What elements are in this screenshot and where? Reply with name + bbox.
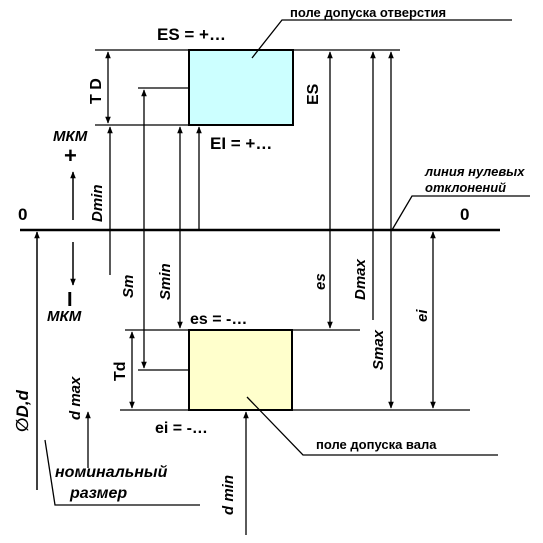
es-upper-hole-label: ES = +… <box>157 25 226 44</box>
hole-tolerance-box <box>188 49 294 126</box>
dmin-shaft-label: d min <box>220 475 237 515</box>
smin-label: Smin <box>157 263 174 300</box>
smax-label: Smax <box>370 329 387 370</box>
sm-label: Sm <box>120 275 137 298</box>
td-hole-label: T D <box>88 78 105 104</box>
es-upper-shaft-label: es = -… <box>190 311 247 328</box>
ei-lower-shaft-label: ei = -… <box>155 420 208 437</box>
zero-right-label: 0 <box>460 205 469 224</box>
es-side-label: ES <box>305 83 322 105</box>
zero-line-leader <box>391 195 530 231</box>
hole-field-leader <box>251 19 512 59</box>
dmax-shaft-label: d max <box>67 376 84 420</box>
mkm-minus-label: МКМ <box>47 308 82 325</box>
shaft-tolerance-box <box>188 329 293 411</box>
shaft-field-label: поле допуска вала <box>316 437 437 452</box>
nominal-leader <box>44 439 200 506</box>
dmin-label: Dmin <box>89 185 106 223</box>
zero-left-label: 0 <box>18 205 27 224</box>
zero-line-label-1: линия нулевых <box>424 164 525 179</box>
shaft-field-leader <box>246 396 498 456</box>
plus-sign: + <box>64 143 77 168</box>
dia-label: ∅D,d <box>13 389 32 432</box>
ei-lower-hole-label: EI = +… <box>210 134 272 153</box>
td-shaft-label: Td <box>112 361 129 381</box>
dmax-label: Dmax <box>352 258 369 300</box>
hole-field-label: поле допуска отверстия <box>290 5 446 20</box>
mkm-plus-label: МКМ <box>53 128 88 145</box>
ei-shaft-label: ei <box>414 309 431 322</box>
nominal-label-1: номинальный <box>55 464 168 481</box>
minus-sign: I <box>67 289 73 311</box>
zero-line-label-2: отклонений <box>425 180 506 195</box>
nominal-label-2: размер <box>69 485 127 502</box>
es-shaft-label: es <box>312 273 329 290</box>
